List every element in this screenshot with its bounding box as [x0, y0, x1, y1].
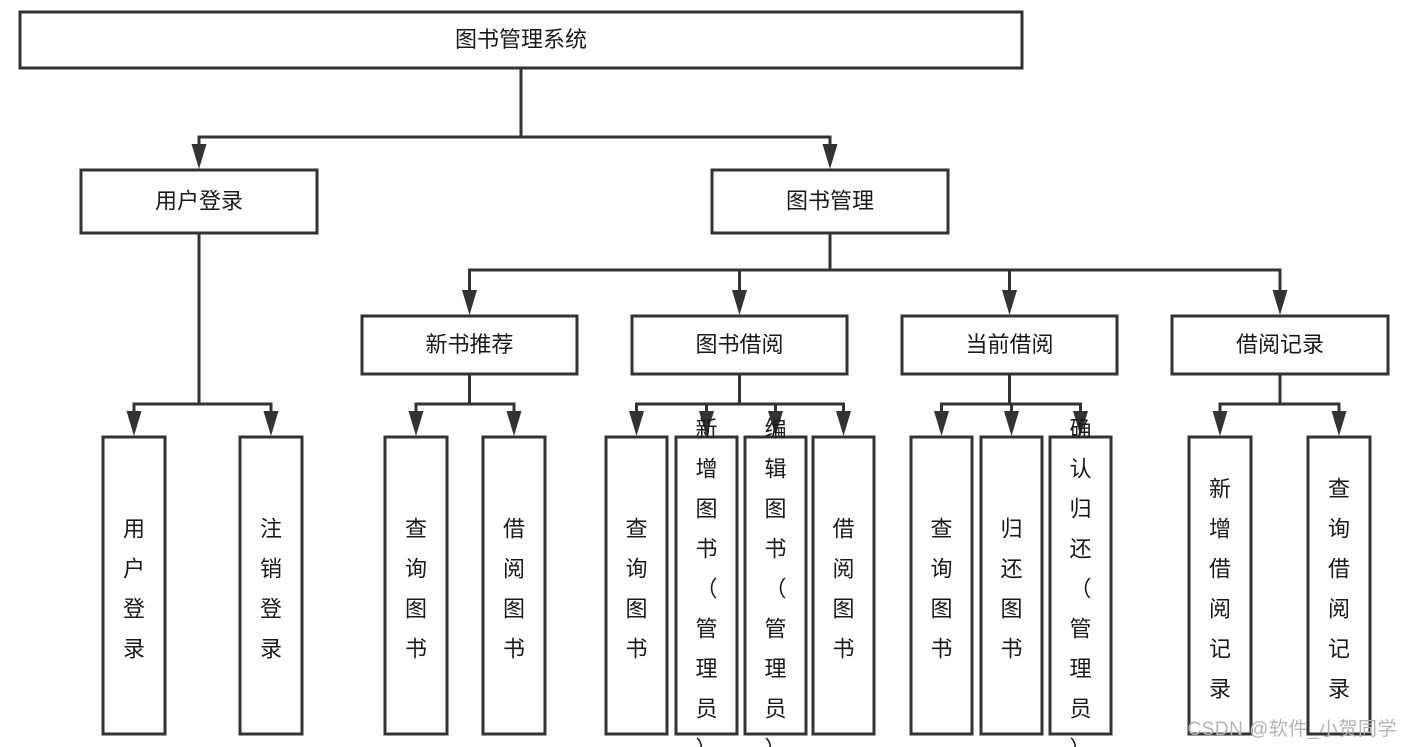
node-box[interactable] [18, 10, 1024, 70]
node-label: 查询图书 [930, 517, 952, 662]
node-leaf-borrow-book-2[interactable]: 借阅图书 [811, 435, 876, 736]
node-box[interactable] [674, 435, 739, 736]
node-label: 用户登录 [155, 188, 243, 213]
arrow-head-icon [1073, 411, 1088, 436]
node-box[interactable] [630, 314, 849, 376]
node-leaf-return-book[interactable]: 归还图书 [979, 435, 1044, 736]
arrow-head-icon [1331, 411, 1347, 436]
node-box[interactable] [743, 435, 808, 736]
arrow-head-icon [191, 144, 207, 169]
node-box[interactable] [900, 314, 1119, 376]
node-label: 查询借阅记录 [1328, 477, 1350, 702]
csdn-watermark: CSDN @软件_小贺同学 [1187, 719, 1397, 740]
arrow-head-icon [699, 411, 714, 436]
node-root[interactable]: 图书管理系统 [18, 10, 1024, 70]
arrow-head-icon [408, 411, 424, 436]
node-leaf-confirm-return[interactable]: 确认归还（管理员） [1048, 417, 1113, 747]
node-box[interactable] [383, 435, 449, 736]
arrow-head-icon [462, 290, 477, 315]
node-label: 编辑图书（管理员） [764, 417, 786, 747]
arrow-head-icon [629, 411, 644, 436]
node-current-borrow[interactable]: 当前借阅 [900, 314, 1119, 376]
node-leaf-edit-book[interactable]: 编辑图书（管理员） [743, 417, 808, 747]
node-box[interactable] [604, 435, 669, 736]
node-leaf-query-record[interactable]: 查询借阅记录 [1306, 435, 1372, 736]
node-box[interactable] [360, 314, 579, 376]
node-label: 新书推荐 [425, 332, 513, 357]
node-leaf-query-book-2[interactable]: 查询图书 [604, 435, 669, 736]
arrow-head-icon [1002, 290, 1017, 315]
node-label: 注销登录 [260, 517, 282, 662]
arrow-head-icon [732, 290, 747, 315]
node-book-manage[interactable]: 图书管理 [710, 168, 950, 235]
arrow-head-icon [934, 411, 949, 436]
node-box[interactable] [79, 168, 319, 235]
node-box[interactable] [1306, 435, 1372, 736]
node-label: 用户登录 [123, 517, 145, 662]
node-label: 当前借阅 [965, 332, 1053, 357]
node-box[interactable] [811, 435, 876, 736]
node-new-book-rec[interactable]: 新书推荐 [360, 314, 579, 376]
node-box[interactable] [1187, 435, 1253, 736]
node-label: 借阅记录 [1236, 332, 1324, 357]
node-borrow-record[interactable]: 借阅记录 [1170, 314, 1390, 376]
node-label: 图书管理 [786, 188, 874, 213]
arrow-head-icon [126, 411, 142, 436]
arrow-head-icon [263, 411, 279, 436]
node-layer: 图书管理系统用户登录图书管理新书推荐图书借阅当前借阅借阅记录用户登录注销登录查询… [18, 10, 1390, 747]
arrow-head-icon [1272, 290, 1288, 315]
node-box[interactable] [909, 435, 974, 736]
node-label: 借阅图书 [503, 517, 525, 662]
arrow-head-icon [1212, 411, 1228, 436]
node-label: 查询图书 [405, 517, 427, 662]
node-leaf-borrow-book-1[interactable]: 借阅图书 [481, 435, 547, 736]
arrow-head-icon [836, 411, 851, 436]
node-leaf-add-book[interactable]: 新增图书（管理员） [674, 417, 739, 747]
node-label: 借阅图书 [832, 517, 854, 662]
node-label: 归还图书 [1000, 517, 1022, 662]
node-label: 图书管理系统 [455, 27, 587, 52]
node-leaf-query-book-3[interactable]: 查询图书 [909, 435, 974, 736]
node-leaf-logout[interactable]: 注销登录 [238, 435, 304, 736]
node-leaf-add-record[interactable]: 新增借阅记录 [1187, 435, 1253, 736]
node-label: 新增借阅记录 [1209, 477, 1231, 702]
arrow-head-icon [506, 411, 522, 436]
node-box[interactable] [481, 435, 547, 736]
node-box[interactable] [979, 435, 1044, 736]
node-label: 新增图书（管理员） [695, 417, 717, 747]
node-box[interactable] [1048, 435, 1113, 736]
connector-layer [126, 66, 1347, 436]
arrow-head-icon [822, 144, 838, 169]
node-box[interactable] [1170, 314, 1390, 376]
arrow-head-icon [1004, 411, 1019, 436]
node-leaf-user-login[interactable]: 用户登录 [101, 435, 167, 736]
node-label: 图书借阅 [695, 332, 783, 357]
node-leaf-query-book-1[interactable]: 查询图书 [383, 435, 449, 736]
node-label: 确认归还（管理员） [1069, 417, 1091, 747]
node-box[interactable] [710, 168, 950, 235]
node-book-borrow[interactable]: 图书借阅 [630, 314, 849, 376]
arrow-head-icon [768, 411, 783, 436]
node-box[interactable] [101, 435, 167, 736]
node-label: 查询图书 [625, 517, 647, 662]
node-box[interactable] [238, 435, 304, 736]
node-user-login[interactable]: 用户登录 [79, 168, 319, 235]
